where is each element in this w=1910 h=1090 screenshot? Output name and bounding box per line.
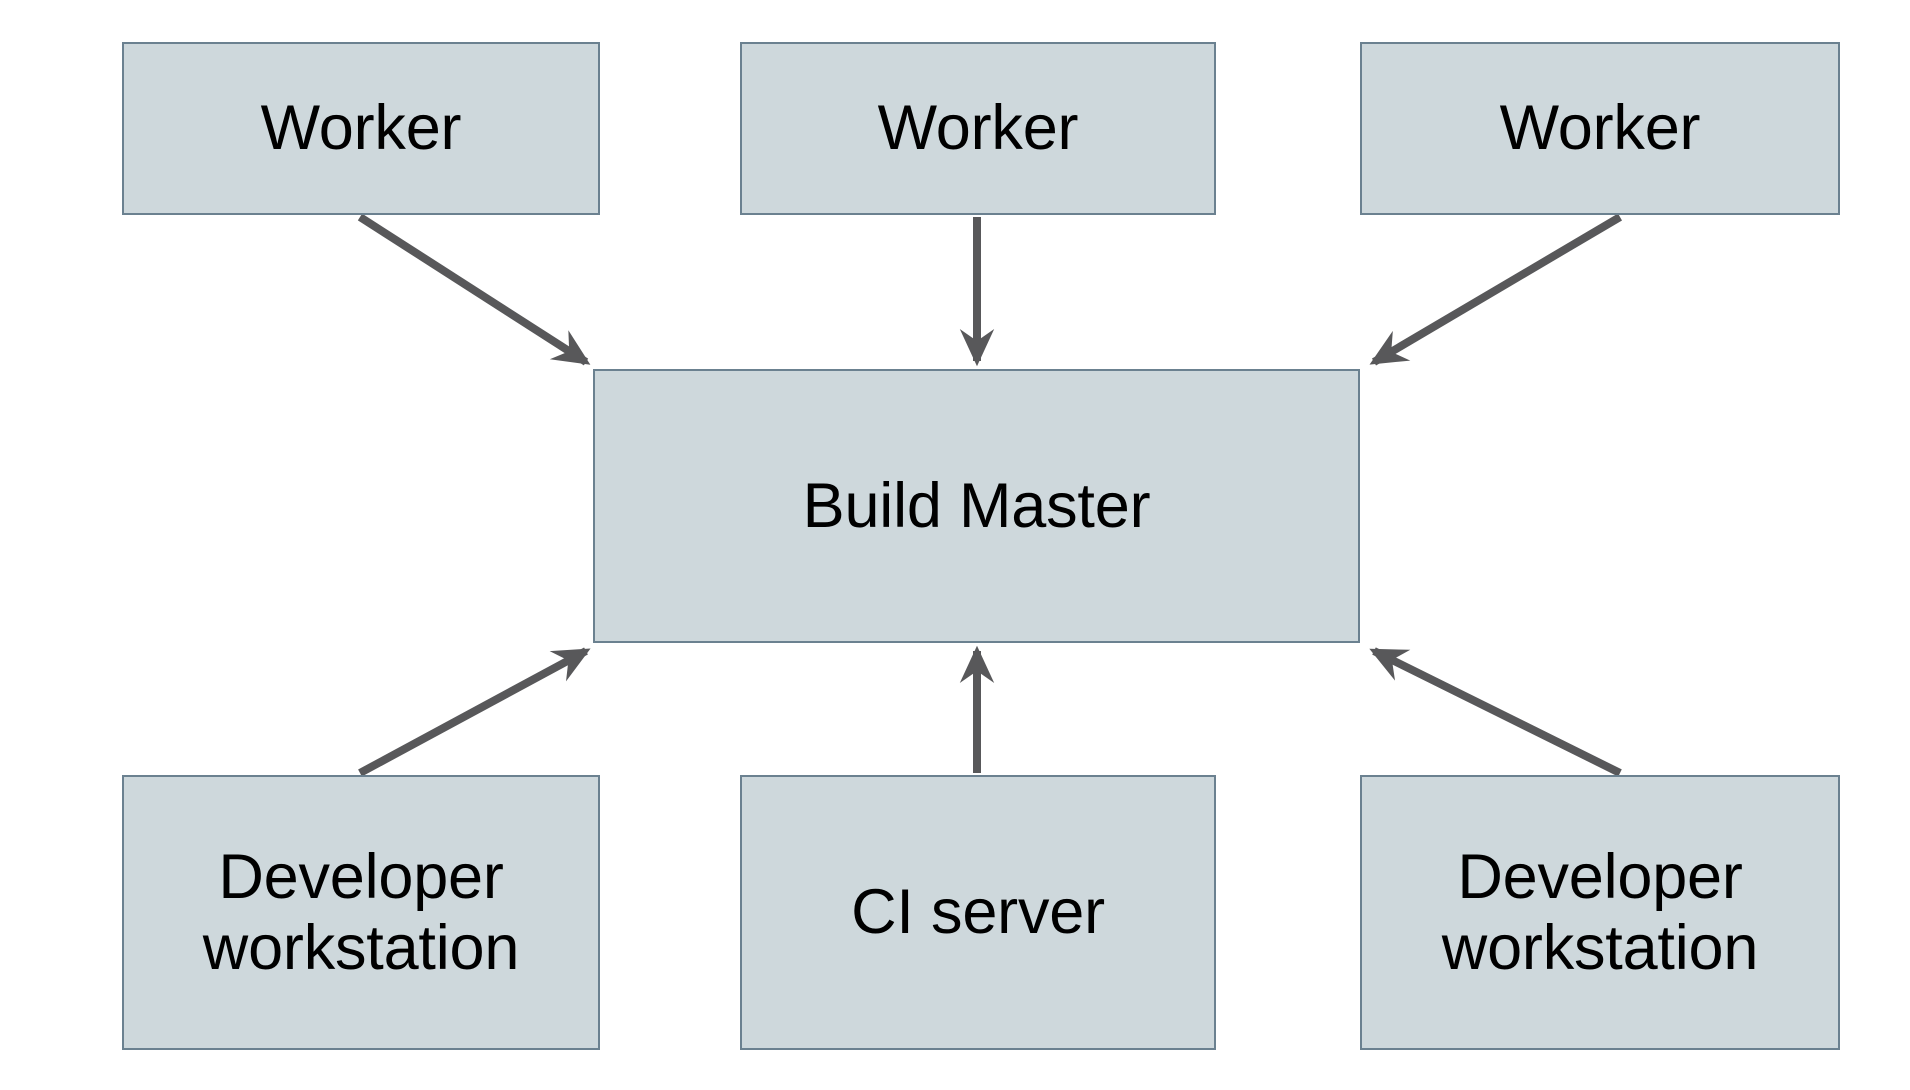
- node-worker-center[interactable]: Worker: [740, 42, 1216, 215]
- node-build-master-label: Build Master: [802, 470, 1151, 541]
- node-ci-server[interactable]: CI server: [740, 775, 1216, 1050]
- arrow-dev-workstation-left-to-build-master: [358, 647, 591, 777]
- node-developer-workstation-left-label: Developer workstation: [202, 841, 520, 983]
- node-build-master[interactable]: Build Master: [593, 369, 1360, 643]
- node-developer-workstation-right[interactable]: Developer workstation: [1360, 775, 1840, 1050]
- node-worker-right[interactable]: Worker: [1360, 42, 1840, 215]
- node-ci-server-label: CI server: [851, 877, 1105, 948]
- node-worker-center-label: Worker: [877, 93, 1079, 164]
- node-developer-workstation-left[interactable]: Developer workstation: [122, 775, 600, 1050]
- arrow-worker-right-to-build-master: [1369, 213, 1623, 366]
- arrow-dev-workstation-right-to-build-master: [1369, 647, 1622, 777]
- node-worker-right-label: Worker: [1499, 93, 1701, 164]
- node-worker-left[interactable]: Worker: [122, 42, 600, 215]
- node-developer-workstation-right-label: Developer workstation: [1441, 841, 1759, 983]
- arrow-worker-left-to-build-master: [357, 213, 591, 366]
- node-worker-left-label: Worker: [260, 93, 462, 164]
